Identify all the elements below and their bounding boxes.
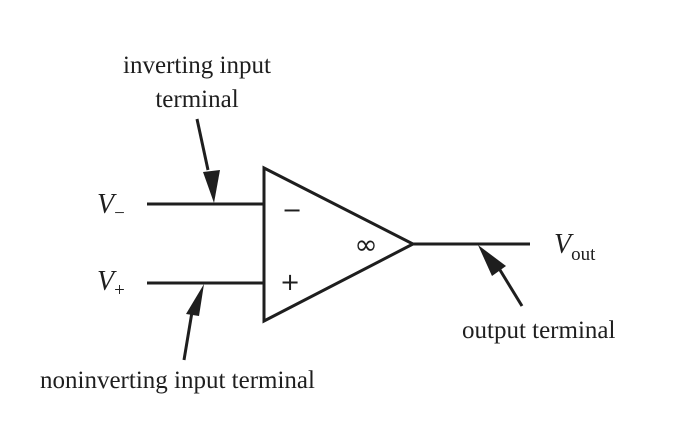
noninverting-arrowhead (186, 284, 204, 316)
output-arrowhead (478, 245, 506, 276)
v-minus-variable: V (97, 189, 117, 220)
noninverting-pointer-arrow (182, 284, 204, 361)
v-plus-label: V+ (97, 266, 125, 301)
inverting-pointer-arrow (195, 118, 220, 203)
v-minus-subscript: − (114, 203, 125, 224)
output-arrow-shaft (498, 269, 524, 307)
inverting-label-line1: inverting input (123, 52, 271, 79)
minus-sign: − (282, 196, 302, 224)
inverting-label-line2: terminal (155, 86, 238, 113)
v-minus-label: V− (97, 189, 125, 224)
inverting-arrow-shaft (195, 118, 210, 171)
noninverting-label: noninverting input terminal (40, 367, 315, 394)
inverting-arrowhead (203, 170, 220, 203)
output-pointer-arrow (478, 245, 524, 307)
noninverting-arrow-shaft (182, 311, 194, 361)
v-out-variable: V (554, 229, 574, 260)
v-plus-subscript: + (114, 280, 125, 301)
output-terminal-label: output terminal (462, 317, 615, 344)
op-amp-triangle (262, 165, 417, 324)
plus-sign: + (280, 268, 300, 296)
v-out-label: Vout (554, 229, 596, 265)
infinity-gain-symbol: ∞ (354, 228, 377, 261)
v-out-subscript: out (571, 244, 596, 265)
v-plus-variable: V (97, 266, 117, 297)
